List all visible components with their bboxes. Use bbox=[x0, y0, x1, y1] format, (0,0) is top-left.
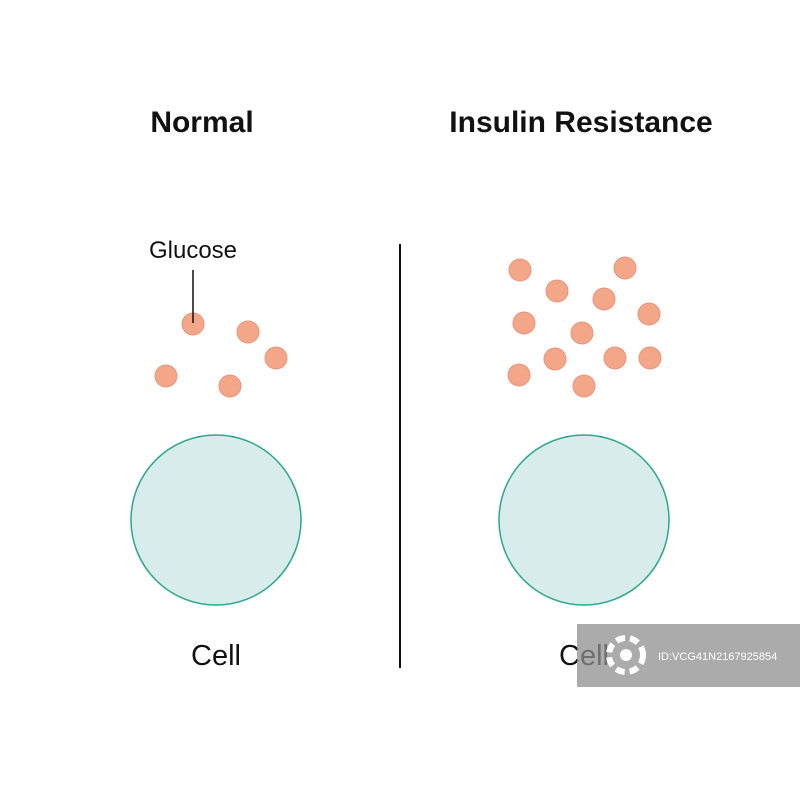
glucose-molecule-resistance-outside-9 bbox=[603, 346, 627, 370]
watermark: ID:VCG41N2167925854 bbox=[577, 624, 800, 687]
title-insulin-resistance: Insulin Resistance bbox=[449, 106, 712, 139]
title-normal: Normal bbox=[150, 106, 253, 139]
glucose-molecule-resistance-outside-4 bbox=[592, 287, 616, 311]
glucose-label: Glucose bbox=[149, 237, 237, 264]
glucose-molecule-normal-outside-3 bbox=[264, 346, 288, 370]
cell-normal bbox=[130, 434, 302, 606]
glucose-molecule-resistance-outside-10 bbox=[638, 346, 662, 370]
glucose-molecule-resistance-outside-2 bbox=[613, 256, 637, 280]
glucose-molecule-normal-outside-4 bbox=[154, 364, 178, 388]
glucose-molecule-resistance-outside-6 bbox=[512, 311, 536, 335]
watermark-background bbox=[577, 624, 800, 687]
watermark-id: ID:VCG41N2167925854 bbox=[658, 651, 777, 663]
glucose-molecule-normal-outside-2 bbox=[236, 320, 260, 344]
glucose-molecule-resistance-outside-5 bbox=[637, 302, 661, 326]
glucose-molecule-resistance-outside-1 bbox=[508, 258, 532, 282]
glucose-molecule-resistance-outside-11 bbox=[507, 363, 531, 387]
cell-insulin-resistance bbox=[498, 434, 670, 606]
cell-label-normal: Cell bbox=[191, 640, 241, 672]
glucose-molecule-normal-outside-5 bbox=[218, 374, 242, 398]
glucose-molecule-resistance-outside-12 bbox=[572, 374, 596, 398]
glucose-molecule-resistance-outside-3 bbox=[545, 279, 569, 303]
glucose-molecule-resistance-outside-7 bbox=[570, 321, 594, 345]
glucose-molecule-resistance-outside-8 bbox=[543, 347, 567, 371]
vcg-logo-icon bbox=[606, 635, 646, 675]
